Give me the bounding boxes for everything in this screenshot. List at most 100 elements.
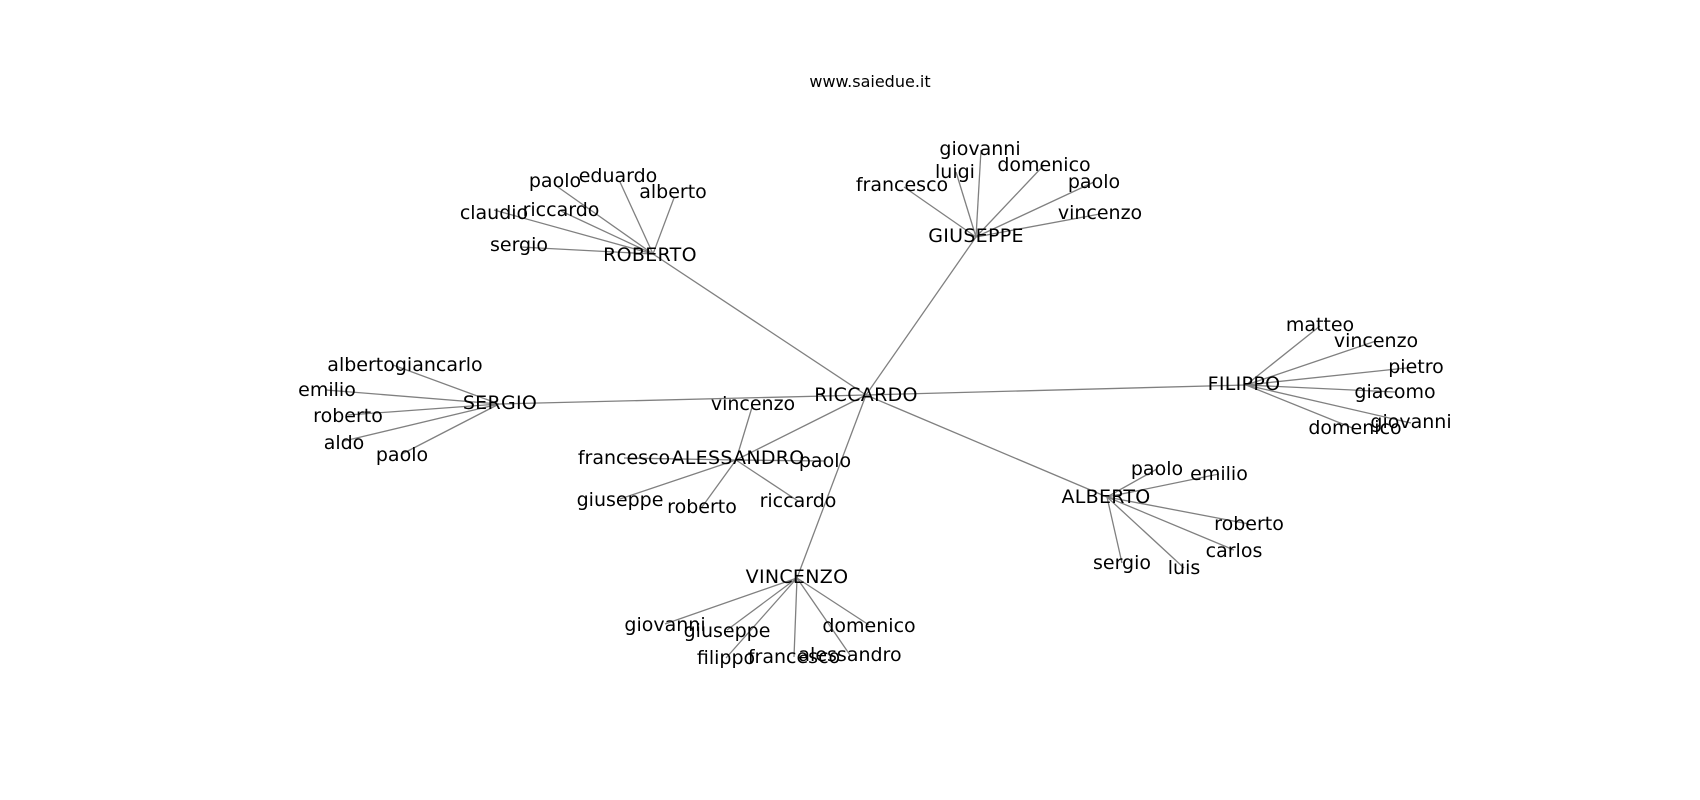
edge-root-alessandro [735, 394, 867, 461]
edge-roberto-paolo [554, 184, 654, 255]
leaf-node-giuseppe-giovanni: giovanni [939, 138, 1020, 160]
leaf-node-roberto-eduardo: eduardo [579, 165, 658, 187]
leaf-node-alberto-paolo: paolo [1131, 458, 1183, 480]
edge-alessandro-roberto [701, 459, 737, 508]
edge-alberto-luis [1106, 496, 1185, 569]
leaf-node-vincenzo-domenico: domenico [822, 615, 915, 637]
edge-root-roberto [652, 253, 867, 396]
edge-alberto-sergio [1106, 496, 1123, 564]
edge-vincenzo-alessandro [796, 577, 851, 656]
leaf-node-filippo-matteo: matteo [1286, 314, 1354, 336]
leaf-node-roberto-paolo: paolo [529, 170, 581, 192]
edge-filippo-matteo [1245, 325, 1321, 386]
edge-filippo-pietro [1245, 366, 1417, 386]
edge-alessandro-paolo [735, 459, 826, 462]
labels-layer: RICCARDOROBERTOpaoloeduardoalbertoclaudi… [298, 138, 1451, 669]
leaf-node-giuseppe-paolo: paolo [1068, 171, 1120, 193]
leaf-node-roberto-claudio: claudio [460, 202, 528, 224]
leaf-node-alessandro-roberto: roberto [667, 496, 737, 518]
leaf-node-vincenzo-giuseppe: giuseppe [684, 620, 771, 642]
edge-alessandro-francesco [623, 457, 737, 461]
edge-vincenzo-giovanni [664, 577, 798, 625]
edge-root-giuseppe [865, 236, 977, 396]
hub-node-vincenzo: VINCENZO [746, 566, 849, 588]
edge-giuseppe-francesco [903, 186, 977, 238]
edge-giuseppe-luigi [955, 171, 977, 238]
leaf-node-sergio-aldo: aldo [324, 432, 365, 454]
leaf-node-giuseppe-domenico: domenico [997, 154, 1090, 176]
edge-root-vincenzo [796, 394, 867, 579]
edge-vincenzo-giuseppe [726, 577, 798, 631]
edge-giuseppe-vincenzo [975, 213, 1101, 238]
leaf-node-alberto-sergio: sergio [1093, 552, 1151, 574]
edge-roberto-claudio [493, 209, 654, 255]
leaf-node-filippo-giovanni: giovanni [1370, 411, 1451, 433]
leaf-node-giuseppe-francesco: francesco [856, 174, 948, 196]
leaf-node-alberto-carlos: carlos [1206, 540, 1263, 562]
leaf-node-alberto-roberto: roberto [1214, 513, 1284, 535]
leaf-node-sergio-emilio: emilio [298, 379, 356, 401]
edge-sergio-albertogiancarlo [392, 364, 500, 405]
edge-root-sergio [498, 394, 867, 405]
edge-alberto-carlos [1106, 496, 1235, 551]
leaf-node-filippo-giacomo: giacomo [1354, 381, 1435, 403]
edge-vincenzo-filippo [725, 577, 798, 659]
edge-filippo-domenico [1245, 384, 1356, 430]
site-watermark: www.saiedue.it [809, 72, 930, 91]
hub-node-alberto: ALBERTO [1061, 486, 1150, 508]
hub-node-roberto: ROBERTO [603, 244, 697, 266]
leaf-node-sergio-roberto: roberto [313, 405, 383, 427]
edge-roberto-sergio [519, 246, 654, 255]
edge-alessandro-vincenzo [735, 403, 754, 461]
edge-filippo-giovanni [1245, 384, 1412, 424]
edge-root-alberto [865, 394, 1108, 498]
leaf-node-alessandro-vincenzo: vincenzo [711, 393, 795, 415]
edge-sergio-roberto [347, 403, 500, 416]
leaf-node-giuseppe-vincenzo: vincenzo [1058, 202, 1142, 224]
edge-roberto-riccardo [560, 210, 654, 255]
edge-roberto-alberto [652, 197, 675, 255]
leaf-node-roberto-sergio: sergio [490, 234, 548, 256]
edge-giuseppe-giovanni [975, 149, 982, 238]
leaf-node-vincenzo-francesco: francesco [748, 646, 840, 668]
leaf-node-roberto-riccardo: riccardo [523, 199, 600, 221]
edge-giuseppe-domenico [975, 164, 1045, 238]
hub-node-sergio: SERGIO [463, 392, 537, 414]
hub-node-filippo: FILIPPO [1208, 373, 1281, 395]
edge-sergio-emilio [325, 389, 500, 405]
edge-giuseppe-paolo [975, 181, 1095, 238]
hub-node-giuseppe: GIUSEPPE [928, 225, 1024, 247]
leaf-node-alberto-emilio: emilio [1190, 463, 1248, 485]
leaf-node-alessandro-paolo: paolo [799, 450, 851, 472]
hub-node-alessandro: ALESSANDRO [671, 447, 804, 469]
edge-alessandro-riccardo [735, 459, 799, 502]
edge-vincenzo-francesco [793, 577, 798, 658]
root-node-label: RICCARDO [814, 384, 918, 406]
edge-sergio-paolo [401, 403, 500, 455]
leaf-node-vincenzo-giovanni: giovanni [624, 614, 705, 636]
leaf-node-alessandro-francesco: francesco [578, 447, 670, 469]
edge-vincenzo-domenico [796, 577, 870, 626]
edge-root-filippo [865, 384, 1247, 396]
edge-roberto-eduardo [619, 181, 654, 255]
edge-sergio-aldo [343, 403, 500, 442]
leaf-node-alberto-luis: luis [1168, 557, 1201, 579]
leaf-node-filippo-vincenzo: vincenzo [1334, 330, 1418, 352]
edge-alessandro-giuseppe [619, 459, 737, 500]
leaf-node-filippo-pietro: pietro [1388, 356, 1444, 378]
edges-layer [325, 149, 1417, 659]
edge-alberto-roberto [1106, 496, 1250, 525]
edge-alberto-paolo [1106, 468, 1158, 498]
leaf-node-vincenzo-filippo: filippo [697, 647, 755, 669]
leaf-node-giuseppe-luigi: luigi [935, 161, 975, 183]
edge-alberto-emilio [1106, 473, 1220, 498]
leaf-node-filippo-domenico: domenico [1308, 417, 1401, 439]
edge-filippo-vincenzo [1245, 340, 1377, 386]
leaf-node-alessandro-giuseppe: giuseppe [577, 489, 664, 511]
leaf-node-alessandro-riccardo: riccardo [760, 490, 837, 512]
edge-filippo-giacomo [1245, 384, 1396, 393]
leaf-node-sergio-paolo: paolo [376, 444, 428, 466]
leaf-node-vincenzo-alessandro: alessandro [798, 644, 901, 666]
leaf-node-roberto-alberto: alberto [639, 181, 707, 203]
